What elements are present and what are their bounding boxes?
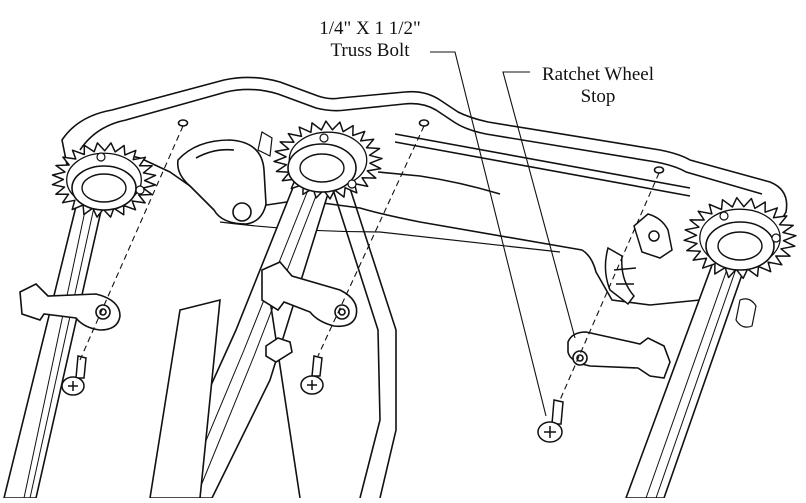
truss-bolt-label-line-2: Truss Bolt <box>330 40 410 61</box>
truss-bolt-left <box>61 355 87 396</box>
truss-bolt <box>537 399 564 443</box>
ratchet-wheel-stop-left <box>19 283 121 331</box>
leg-center <box>149 167 397 499</box>
ratchet-wheel-stop-label-line-2: Stop <box>580 86 616 107</box>
truss-bolt-center <box>300 355 324 395</box>
adjustment-knob <box>604 213 673 306</box>
leader-lines <box>430 51 576 417</box>
truss-bolt-label-line-1: 1/4" X 1 1/2" <box>319 18 421 39</box>
ratchet-wheel-stop-center <box>261 261 358 363</box>
leg-left <box>2 173 109 499</box>
truss-bolt-label: 1/4" X 1 1/2" Truss Bolt <box>300 18 440 62</box>
ratchet-wheel-center <box>257 120 383 200</box>
ratchet-wheel-left <box>51 142 157 218</box>
ratchet-wheel-right <box>683 196 797 328</box>
ratchet-wheel-stop-label: Ratchet Wheel Stop <box>523 64 673 108</box>
alignment-lines <box>79 125 660 401</box>
ratchet-wheel-stop-label-line-1: Ratchet Wheel <box>541 64 654 85</box>
frame-bracket <box>61 76 788 306</box>
ratchet-wheel-stop <box>567 331 671 379</box>
